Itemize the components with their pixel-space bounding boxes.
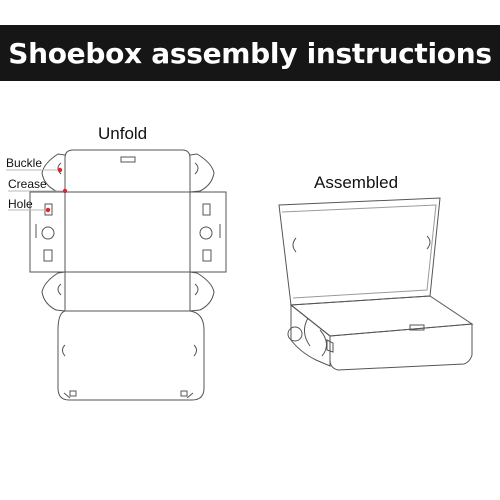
open-lid: [278, 197, 441, 306]
handle-hole-left: [41, 226, 55, 240]
callout-hole-dot: [45, 207, 51, 213]
buckle-flap-bottom-right: [189, 271, 215, 312]
lid-corner-tab-left: [69, 390, 77, 397]
buckle-flap-top-right: [189, 153, 215, 193]
callout-buckle-dot: [57, 167, 63, 173]
callout-hole-label: Hole: [8, 197, 33, 211]
handle-hole-right: [199, 226, 213, 240]
buckle-flap-top-left: [41, 153, 66, 193]
callout-crease-dot: [62, 188, 68, 194]
front-handle-slot: [409, 324, 425, 331]
box-rim: [289, 295, 474, 337]
assembled-box-diagram: [278, 197, 474, 371]
lid-corner-tab-right: [180, 390, 188, 397]
page-title: Shoebox assembly instructions: [8, 36, 492, 70]
buckle-flap-bottom-left: [41, 271, 66, 312]
unfold-label: Unfold: [98, 124, 148, 143]
box-base-panel: [29, 191, 227, 273]
callout-crease-label: Crease: [8, 177, 47, 191]
box-end-panel: [290, 303, 331, 367]
lid-panel: [57, 310, 205, 401]
top-lid-flap: [64, 149, 191, 192]
box-front-panel: [329, 323, 473, 371]
hole-top-right: [202, 203, 211, 216]
callout-buckle-label: Buckle: [6, 156, 43, 170]
top-handle-slot: [120, 156, 136, 163]
title-banner: Shoebox assembly instructions: [0, 25, 500, 81]
assembled-label: Assembled: [314, 173, 399, 192]
hole-bottom-left: [43, 249, 53, 262]
hole-bottom-right: [202, 249, 212, 262]
unfolded-box-diagram: [6, 149, 227, 401]
end-handle-hole: [287, 326, 303, 342]
